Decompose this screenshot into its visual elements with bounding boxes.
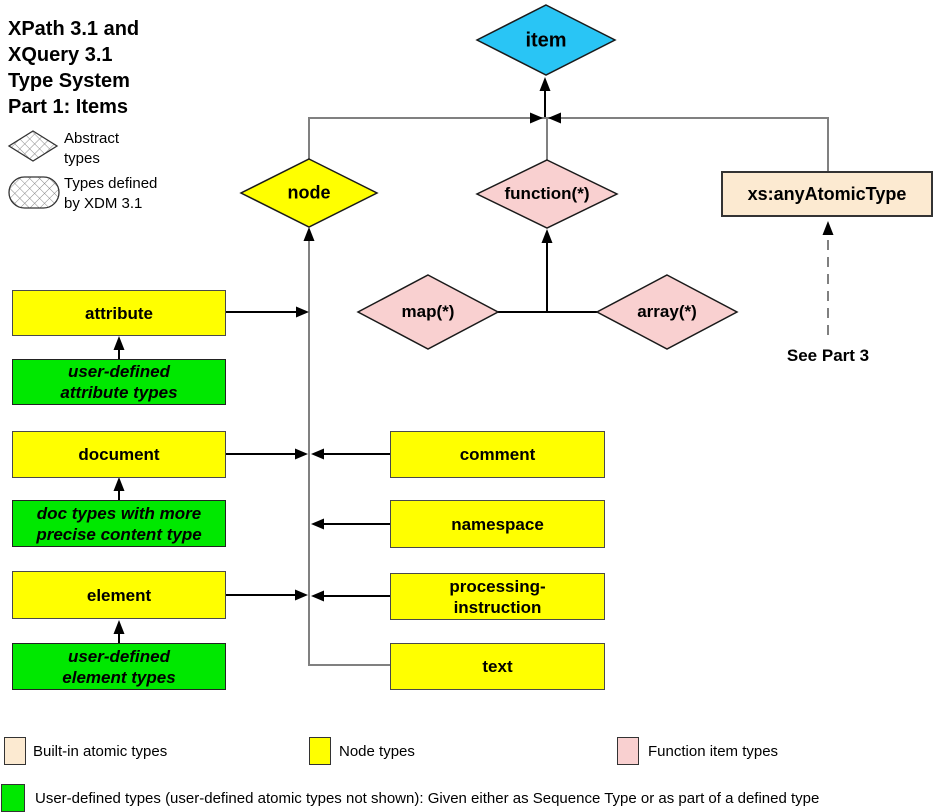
arrow-right-bus-junction — [530, 112, 543, 124]
item-diamond — [475, 4, 617, 76]
comment-box: comment — [390, 431, 605, 478]
arrow-up-anyatomic — [822, 221, 834, 235]
arrow-left-bus-junction — [548, 112, 561, 124]
node-types-swatch — [309, 737, 331, 765]
node-types-label: Node types — [339, 743, 415, 760]
function-item-types-label: Function item types — [648, 743, 779, 760]
xdm-types-stadium-icon — [8, 176, 60, 209]
map-diamond — [356, 274, 500, 350]
map-label: map(*) — [401, 302, 455, 321]
node-label: node — [287, 182, 331, 203]
item-label: item — [525, 29, 567, 52]
attribute-box: attribute — [12, 290, 226, 336]
diagram-title: XPath 3.1 and XQuery 3.1 Type System Par… — [8, 18, 140, 118]
function-label: function(*) — [504, 184, 590, 203]
array-label: array(*) — [637, 302, 697, 321]
document-box: document — [12, 431, 226, 478]
user-defined-types-swatch — [1, 784, 25, 812]
builtin-atomic-label: Built-in atomic types — [33, 743, 168, 760]
array-diamond — [595, 274, 739, 350]
function-item-types-swatch — [617, 737, 639, 765]
arrowheads — [113, 77, 834, 634]
node-diamond — [239, 158, 379, 228]
abstract-types-label: Abstract types — [64, 130, 120, 167]
any-atomic-type-box: xs:anyAtomicType — [721, 171, 933, 217]
xdm-types-label: Types defined by XDM 3.1 — [64, 175, 158, 212]
builtin-atomic-swatch — [4, 737, 26, 765]
arrow-up-doc-types — [113, 477, 125, 491]
text-box: text — [390, 643, 605, 690]
black-connector-lines — [118, 90, 597, 643]
user-defined-element-types-box: user-defined element types — [12, 643, 226, 690]
doc-types-box: doc types with more precise content type — [12, 500, 226, 547]
element-box: element — [12, 571, 226, 619]
function-diamond — [475, 159, 619, 229]
user-defined-types-label: User-defined types (user-defined atomic … — [35, 790, 820, 807]
arrow-up-attribute-types — [113, 336, 125, 350]
arrow-right-element — [295, 589, 308, 601]
arrow-left-namespace — [311, 518, 324, 530]
arrow-right-document — [295, 448, 308, 460]
processing-instruction-box: processing- instruction — [390, 573, 605, 620]
gray-bus-lines — [308, 117, 829, 666]
arrow-left-comment — [311, 448, 324, 460]
namespace-box: namespace — [390, 500, 605, 548]
see-part-3-label: See Part 3 — [786, 346, 870, 365]
arrow-left-processing-instruction — [311, 590, 324, 602]
user-defined-attribute-types-box: user-defined attribute types — [12, 359, 226, 405]
arrow-up-node — [303, 227, 315, 241]
arrow-up-function — [541, 229, 553, 243]
abstract-types-diamond-icon — [7, 130, 59, 162]
arrow-up-item — [539, 77, 551, 91]
arrow-right-attribute — [296, 306, 309, 318]
arrow-up-element-types — [113, 620, 125, 634]
